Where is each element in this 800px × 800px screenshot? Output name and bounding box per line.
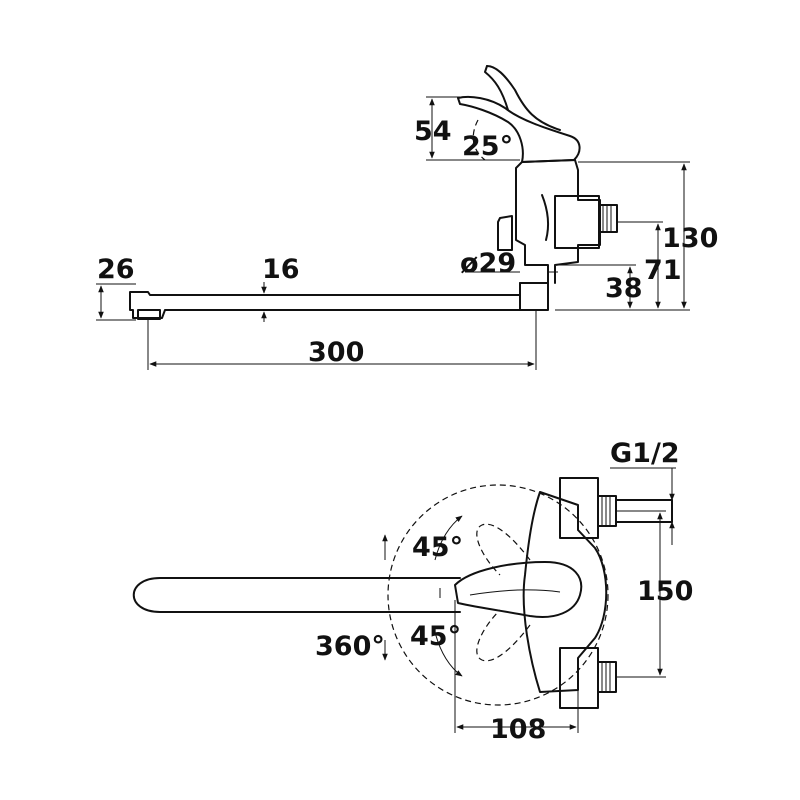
side-view: 54 25° 130 71 38 ø29 [96,65,718,370]
label-spout-body: 38 [605,273,643,304]
dimension-total-height [555,161,690,311]
top-view: 360° 45° 45° [132,438,693,745]
handle-tilt-arc [472,119,486,161]
dimension-inlet-height [617,221,663,309]
handle-ghost-lower [476,609,531,662]
label-inlet-spacing: 150 [637,576,693,607]
label-handle-angle-upper: 45° [412,532,463,563]
dimension-spout-tip [96,283,136,321]
label-handle-angle-lower: 45° [410,621,461,652]
label-handle-tilt: 25° [462,131,513,162]
label-swivel-angle: 360° [315,631,385,662]
label-total-height: 130 [662,223,718,254]
dimension-handle-height [426,96,520,161]
lever-handle-top [454,561,583,618]
label-handle-height: 54 [414,116,452,147]
dimension-spout-length [147,310,537,370]
label-inlet-thread: G1/2 [610,438,680,469]
mixer-body-top [522,477,673,709]
lever-handle-side [457,65,581,163]
spout-top [132,577,461,613]
label-spout-tip: 26 [97,254,135,285]
label-spout-length: 300 [308,337,364,368]
dimension-body-width [454,600,579,733]
label-inlet-height: 71 [644,255,682,286]
dimension-inlet-thread [610,467,676,545]
label-body-diameter: ø29 [460,248,516,279]
dimension-spout-body [555,264,636,309]
mixer-body-side [497,159,618,284]
label-body-width: 108 [490,714,546,745]
dimension-inlet-spacing [616,510,666,678]
swivel-range-circle [387,484,609,706]
handle-ghost-upper [476,523,531,576]
spout-side [129,282,549,320]
label-spout-thickness: 16 [262,254,300,285]
handle-centerline [469,589,561,596]
